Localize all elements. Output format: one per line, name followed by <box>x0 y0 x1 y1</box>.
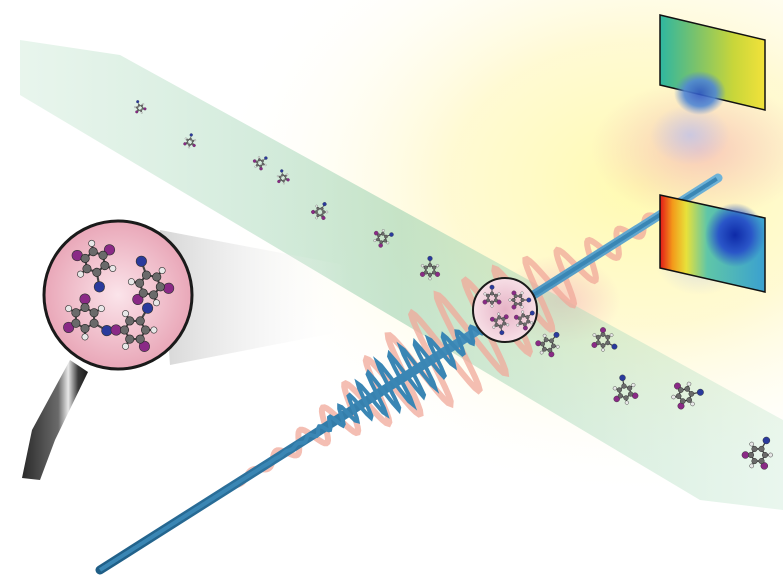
detector-panel-lower <box>659 194 766 293</box>
molecule <box>63 293 113 341</box>
magnifying-glass-icon <box>22 219 194 480</box>
molecule <box>134 100 147 114</box>
blue-glow <box>650 105 730 165</box>
laser-coil-path <box>98 177 718 572</box>
molecule <box>741 436 773 470</box>
molecule <box>311 202 329 220</box>
molecule <box>671 381 704 410</box>
molecule <box>110 302 158 352</box>
magnifier-handle <box>22 360 88 480</box>
molecule <box>490 312 510 336</box>
molecule <box>482 284 502 308</box>
molecule <box>183 133 197 149</box>
magnifier-cone <box>160 230 350 365</box>
molecule <box>127 255 175 307</box>
molecule <box>252 156 268 171</box>
molecule <box>373 229 394 248</box>
molecule <box>591 327 618 352</box>
molecule-beam <box>20 40 783 510</box>
molecule <box>276 169 290 185</box>
molecule-stream <box>134 100 773 470</box>
interaction-zone <box>472 277 538 343</box>
molecule <box>612 374 639 405</box>
molecule <box>514 310 535 331</box>
molecule <box>535 331 560 358</box>
detector-panel-upper <box>659 14 766 115</box>
laser-coil <box>98 177 718 572</box>
molecule <box>419 255 441 281</box>
molecule <box>71 239 117 293</box>
molecule <box>508 290 532 310</box>
